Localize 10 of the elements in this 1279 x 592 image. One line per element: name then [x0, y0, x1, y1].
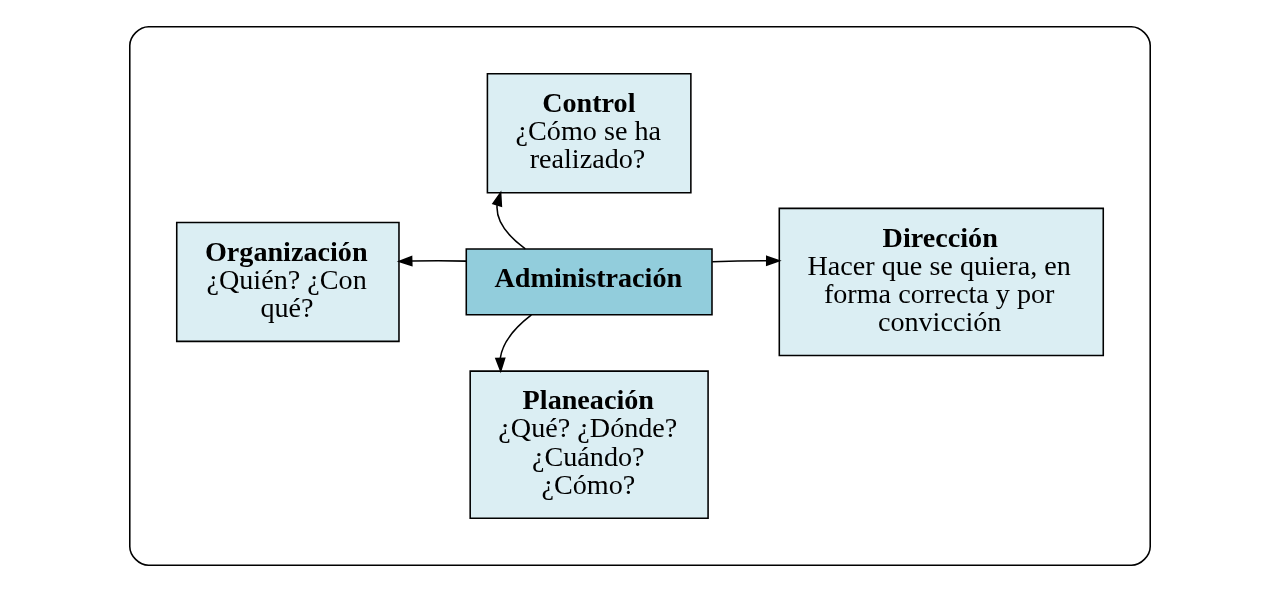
node-box: Dirección Hacer que se quiera, en forma correcta y por convicción [778, 207, 1104, 357]
node-box: Planeación ¿Qué? ¿Dónde? ¿Cuándo? ¿Cómo? [468, 370, 709, 520]
node-box: Organización ¿Quién? ¿Con qué? [175, 221, 400, 343]
node-box: Control ¿Cómo se ha realizado? [486, 72, 692, 194]
arrow [491, 190, 526, 250]
arrow [711, 255, 782, 267]
arrow [396, 255, 467, 267]
cluster [128, 26, 1151, 566]
node-box: Administración [465, 248, 713, 316]
arrow [494, 314, 532, 374]
